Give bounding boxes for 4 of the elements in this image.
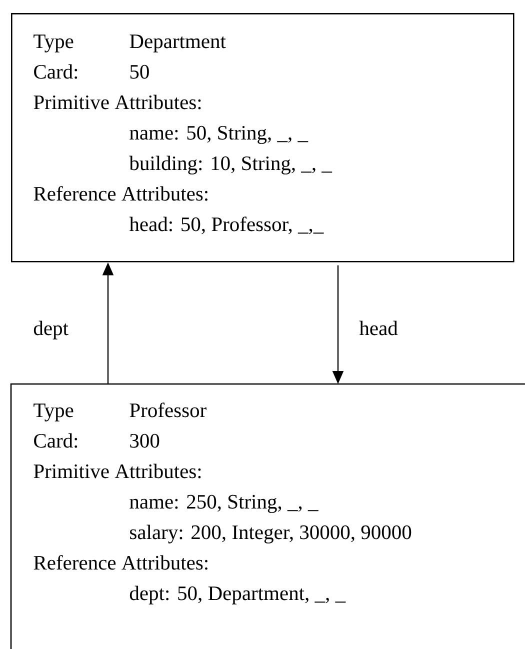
class-box: Type Professor Card: 300 Primitive Attributes: name: 250, String, _, _ salary: 200, Integer, 30000, 90000 Reference Attributes: dept: 50, Department, _, _ xyxy=(10,383,525,649)
edge-label: dept xyxy=(32,320,70,340)
edge-label: head xyxy=(358,320,399,336)
class-box: Type Department Card: 50 Primitive Attributes: name: 50, String, _, _ building: 10, String, _, _ Reference Attributes: head: 50, Professor, _,_ xyxy=(11,13,514,262)
